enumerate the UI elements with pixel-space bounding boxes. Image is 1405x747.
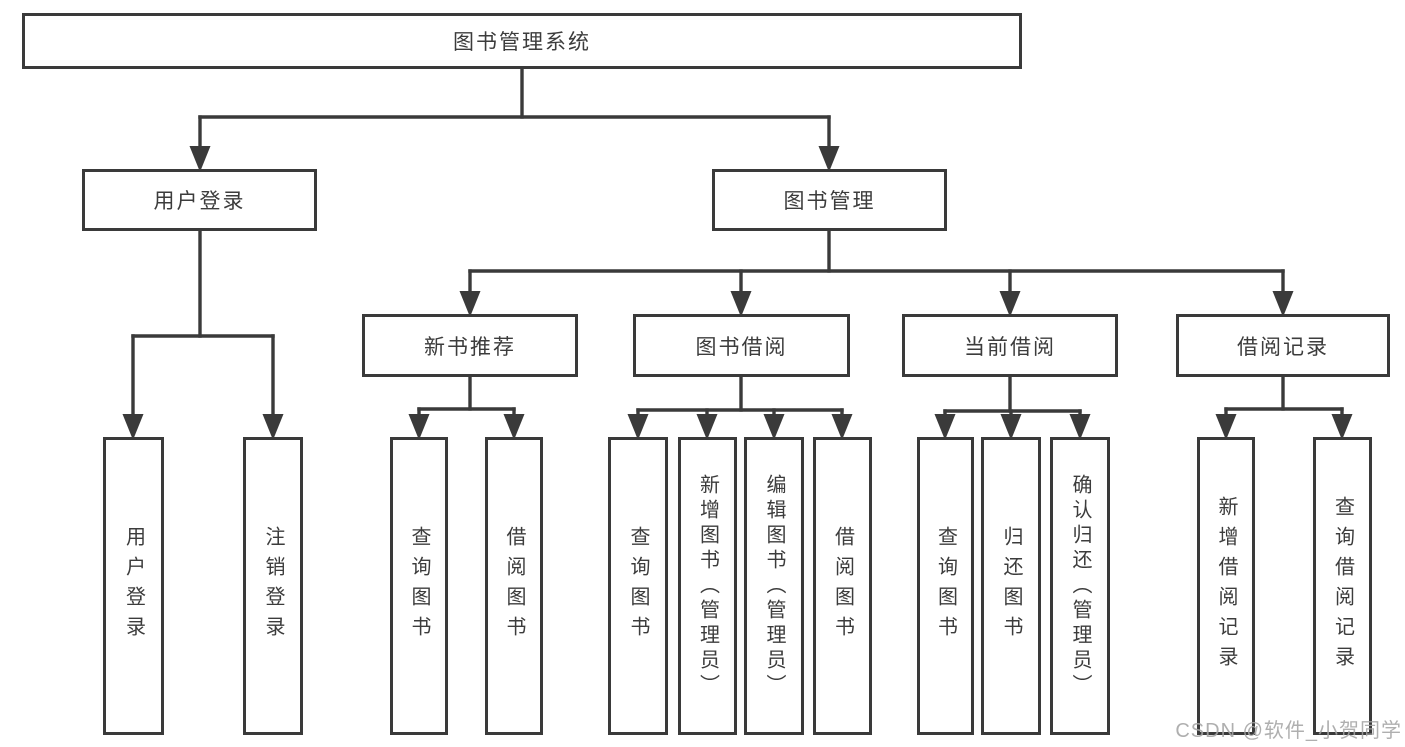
- node-label: 新书推荐: [424, 335, 516, 359]
- node-label: 图书管理: [783, 190, 876, 213]
- leaf-label: 查询图书: [408, 526, 430, 646]
- leaf-query-books-current: 查询图书: [917, 437, 974, 735]
- arrow-down-icon: [1000, 414, 1022, 440]
- leaf-confirm-return-admin: 确认归还（管理员）: [1050, 437, 1110, 735]
- connector-borrow-records-children: [1215, 375, 1353, 440]
- connector-user-login-children: [122, 229, 284, 440]
- csdn-watermark: CSDN @软件_小贺同学: [1175, 720, 1402, 742]
- leaf-label: 用户登录: [122, 526, 145, 646]
- leaf-label: 确认归还（管理员）: [1069, 473, 1091, 699]
- arrow-down-icon: [999, 291, 1021, 317]
- leaf-label: 查询图书: [934, 526, 957, 646]
- node-new-book-recommend: 新书推荐: [362, 314, 578, 377]
- arrow-down-icon: [763, 414, 785, 440]
- leaf-label: 借阅图书: [503, 526, 525, 646]
- arrow-down-icon: [122, 414, 144, 440]
- leaf-return-books: 归还图书: [981, 437, 1041, 735]
- node-label: 图书借阅: [695, 335, 788, 359]
- arrow-down-icon: [408, 414, 430, 440]
- leaf-borrow-books-newbook: 借阅图书: [485, 437, 543, 735]
- leaf-label: 编辑图书（管理员）: [763, 473, 785, 699]
- leaf-edit-book-admin: 编辑图书（管理员）: [744, 437, 804, 735]
- arrow-down-icon: [934, 414, 956, 440]
- arrow-down-icon: [1331, 414, 1353, 440]
- leaf-logout: 注销登录: [243, 437, 303, 735]
- node-label: 借阅记录: [1237, 335, 1329, 359]
- leaf-label: 归还图书: [1000, 526, 1022, 646]
- arrow-down-icon: [1069, 414, 1091, 440]
- connector-current-borrow-children: [934, 375, 1091, 440]
- node-label: 图书管理系统: [453, 31, 591, 54]
- node-borrow-records: 借阅记录: [1176, 314, 1390, 377]
- arrow-down-icon: [503, 414, 525, 440]
- arrow-down-icon: [627, 414, 649, 440]
- leaf-label: 注销登录: [262, 526, 284, 646]
- leaf-query-books-borrow: 查询图书: [608, 437, 668, 735]
- connector-new-book-children: [408, 375, 525, 440]
- leaf-add-book-admin: 新增图书（管理员）: [678, 437, 737, 735]
- leaf-label: 查询图书: [627, 526, 649, 646]
- node-label: 当前借阅: [964, 335, 1056, 359]
- leaf-label: 新增借阅记录: [1215, 496, 1237, 676]
- connector-book-management-children: [459, 229, 1294, 317]
- leaf-label: 查询借阅记录: [1331, 496, 1354, 676]
- connector-book-borrow-children: [627, 375, 853, 440]
- arrow-down-icon: [1215, 414, 1237, 440]
- leaf-user-login: 用户登录: [103, 437, 164, 735]
- leaf-label: 新增图书（管理员）: [696, 473, 719, 699]
- arrow-down-icon: [189, 146, 211, 172]
- arrow-down-icon: [696, 414, 718, 440]
- leaf-query-books-newbook: 查询图书: [390, 437, 448, 735]
- node-user-login: 用户登录: [82, 169, 317, 231]
- leaf-add-borrow-record: 新增借阅记录: [1197, 437, 1255, 735]
- arrow-down-icon: [459, 291, 481, 317]
- node-current-borrow: 当前借阅: [902, 314, 1118, 377]
- arrow-down-icon: [818, 146, 840, 172]
- node-book-management: 图书管理: [712, 169, 947, 231]
- node-book-borrow: 图书借阅: [633, 314, 850, 377]
- leaf-query-borrow-record: 查询借阅记录: [1313, 437, 1372, 735]
- node-library-management-system: 图书管理系统: [22, 13, 1022, 69]
- connector-root-to-level2: [189, 67, 840, 172]
- leaf-label: 借阅图书: [831, 526, 854, 646]
- arrow-down-icon: [262, 414, 284, 440]
- arrow-down-icon: [1272, 291, 1294, 317]
- leaf-borrow-books-borrow: 借阅图书: [813, 437, 872, 735]
- arrow-down-icon: [831, 414, 853, 440]
- arrow-down-icon: [730, 291, 752, 317]
- node-label: 用户登录: [153, 190, 246, 213]
